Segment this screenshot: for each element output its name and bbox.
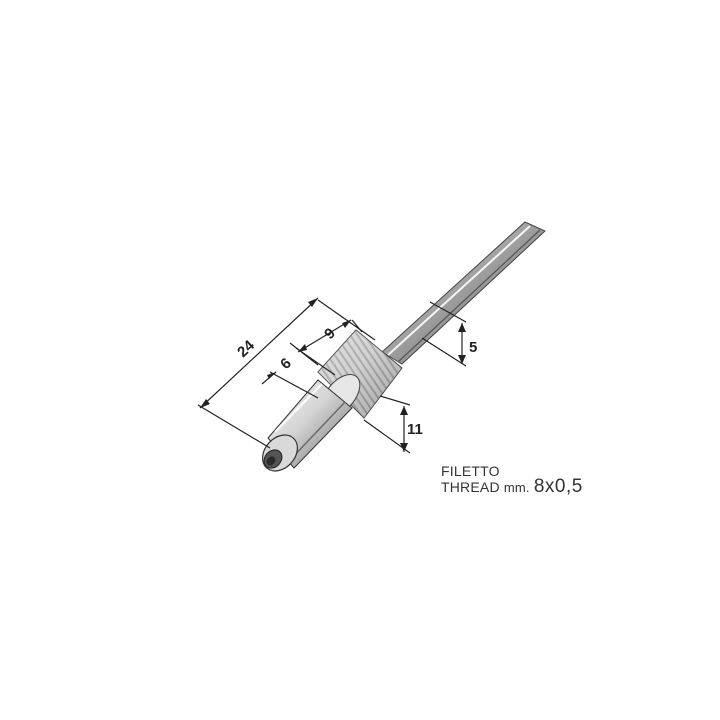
dimension-overall-length bbox=[197, 297, 376, 449]
dimension-body-diameter bbox=[363, 395, 411, 454]
note-thread-word: THREAD bbox=[441, 479, 500, 495]
note-line-filetto: FILETTO bbox=[441, 463, 500, 479]
note-thread-unit: mm. bbox=[503, 480, 530, 495]
thread-note: FILETTO THREAD mm. 8x0,5 bbox=[441, 463, 583, 497]
dimension-tip-length bbox=[261, 342, 319, 399]
dim-label-11: 11 bbox=[407, 421, 423, 438]
dim-label-5: 5 bbox=[469, 339, 477, 356]
dim-label-6: 6 bbox=[277, 355, 295, 373]
cable bbox=[381, 221, 546, 365]
threaded-nose bbox=[261, 379, 353, 472]
dimension-cable-diameter bbox=[421, 301, 467, 367]
note-line-thread: THREAD mm. 8x0,5 bbox=[441, 476, 583, 497]
dim-label-9: 9 bbox=[321, 325, 339, 343]
note-thread-value: 8x0,5 bbox=[533, 476, 583, 497]
